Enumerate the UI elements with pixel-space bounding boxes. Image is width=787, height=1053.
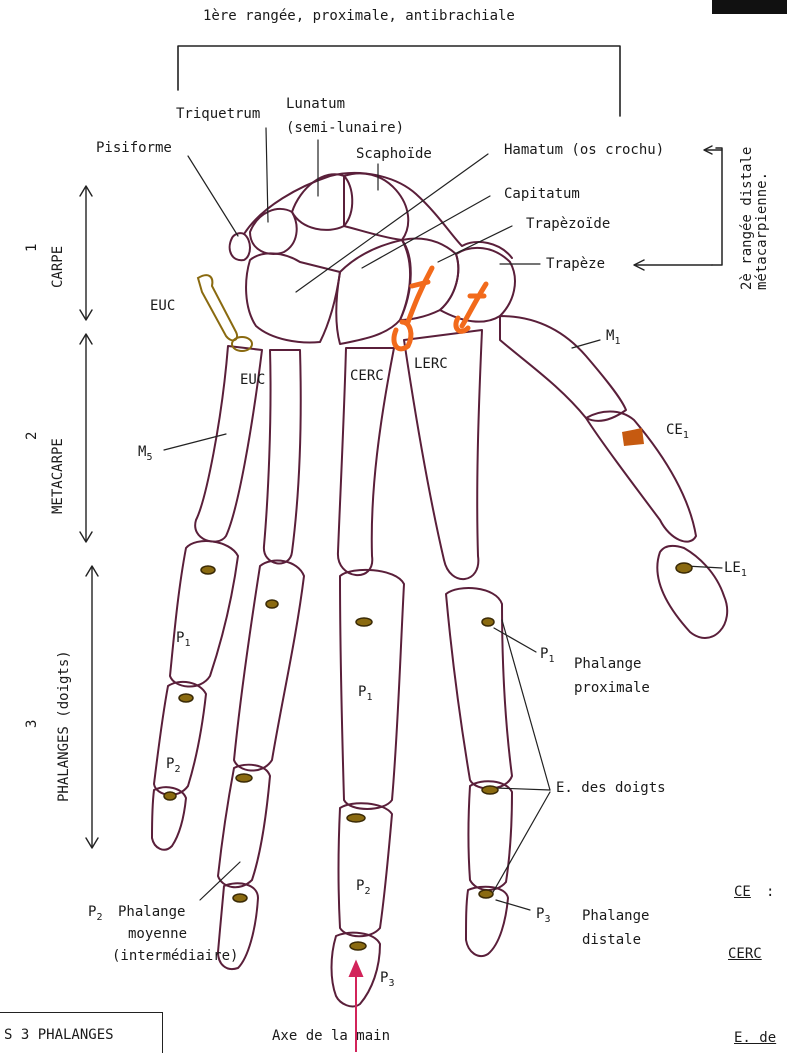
insertion-mark xyxy=(347,814,365,822)
label-e-doigts: E. des doigts xyxy=(556,780,666,796)
leader-m5 xyxy=(164,434,226,450)
insertion-mark xyxy=(233,894,247,902)
insertion-mark xyxy=(482,618,494,626)
thumb-distal-phalanx xyxy=(657,546,727,638)
insertion-mark xyxy=(236,774,252,782)
insertion-mark xyxy=(266,600,278,608)
label-p3-center: P3 xyxy=(380,970,394,990)
corner-dark-patch xyxy=(712,0,787,14)
finger5-p1 xyxy=(170,541,238,687)
insertion-mark xyxy=(356,618,372,626)
leader-p1-right xyxy=(494,628,536,652)
insertion-mark xyxy=(201,566,215,574)
euc-tendon xyxy=(198,275,237,340)
label-p1-right: P1 xyxy=(540,646,554,666)
euc-insertion xyxy=(232,337,252,351)
label-p1-right-name: Phalange xyxy=(574,656,641,672)
legend-ce: CE xyxy=(734,884,751,900)
leader-p2-bottom xyxy=(200,862,240,900)
section-metacarpe-label: METACARPE xyxy=(50,438,66,514)
label-p2-bottom-name: Phalange xyxy=(118,904,185,920)
label-scaphoide: Scaphoïde xyxy=(356,146,432,162)
trapeze-bone xyxy=(440,248,515,322)
leader-e-doigts-3 xyxy=(492,792,550,894)
section-phalanges-label: PHALANGES (doigts) xyxy=(56,650,72,802)
insertion-mark xyxy=(479,890,493,898)
lerc-annotation xyxy=(456,284,486,331)
section-metacarpe-number: 2 xyxy=(24,432,40,440)
right-bracket xyxy=(712,148,722,265)
leader-e-doigts-2 xyxy=(496,788,550,790)
finger2-p1 xyxy=(446,588,512,789)
label-le1: LE1 xyxy=(724,560,747,580)
hamatum-bone xyxy=(246,253,340,342)
label-hamatum: Hamatum (os crochu) xyxy=(504,142,664,158)
insertion-mark xyxy=(350,942,366,950)
legend-e-de: E. de xyxy=(734,1030,776,1046)
label-p2-bottom-name3: (intermédiaire) xyxy=(112,948,238,964)
ce1-mark xyxy=(622,428,644,446)
leader-triquetrum xyxy=(266,128,268,222)
triquetrum-bone xyxy=(250,209,297,254)
finger2-p2 xyxy=(469,781,513,890)
diagram-title: 1ère rangée, proximale, antibrachiale xyxy=(203,8,515,24)
bottom-phalanges-label: S 3 PHALANGES xyxy=(4,1027,114,1043)
section-carpe-label: CARPE xyxy=(50,246,66,288)
label-m1: M1 xyxy=(606,328,620,348)
label-p3-right-name: Phalange xyxy=(582,908,649,924)
label-trapeze: Trapèze xyxy=(546,256,605,272)
label-triquetrum: Triquetrum xyxy=(176,106,260,122)
label-euc: EUC xyxy=(150,298,175,314)
second-row-label: 2è rangée distale métacarpienne. xyxy=(740,70,771,290)
bottom-phalanges-box: S 3 PHALANGES xyxy=(0,1012,163,1053)
insertion-mark xyxy=(676,563,692,573)
leader-p3-right xyxy=(496,900,530,910)
leader-m1 xyxy=(572,340,600,348)
legend-ce-colon: : xyxy=(766,884,774,900)
label-lerc: LERC xyxy=(414,356,448,372)
finger4-p2 xyxy=(218,765,270,888)
label-lunatum: Lunatum xyxy=(286,96,345,112)
legend-cerc: CERC xyxy=(728,946,762,962)
label-p1-center: P1 xyxy=(358,684,372,704)
label-p1-right-name2: proximale xyxy=(574,680,650,696)
finger4-p1 xyxy=(234,561,304,771)
finger3-p2 xyxy=(339,803,393,936)
label-ce1: CE1 xyxy=(666,422,689,442)
leader-pisiforme xyxy=(188,156,238,236)
insertion-mark xyxy=(164,792,176,800)
label-semi-lunaire: (semi-lunaire) xyxy=(286,120,404,136)
label-p2-bottom: P2 xyxy=(88,904,102,924)
label-trapezoide: Trapèzoïde xyxy=(526,216,610,232)
label-p3-right: P3 xyxy=(536,906,550,926)
label-capitatum: Capitatum xyxy=(504,186,580,202)
section-phalanges-number: 3 xyxy=(24,720,40,728)
section-carpe-number: 1 xyxy=(24,244,40,252)
metacarpal-4 xyxy=(264,350,301,563)
insertion-mark xyxy=(482,786,498,794)
label-axe-main: Axe de la main xyxy=(272,1028,390,1044)
label-p2-left: P2 xyxy=(166,756,180,776)
trapezoide-bone xyxy=(400,239,458,320)
label-p1-left: P1 xyxy=(176,630,190,650)
leader-capitatum xyxy=(362,196,490,268)
label-euc-2: EUC xyxy=(240,372,265,388)
pisiforme-bone xyxy=(230,233,250,260)
label-m5: M5 xyxy=(138,444,152,464)
label-pisiforme: Pisiforme xyxy=(96,140,172,156)
label-cerc: CERC xyxy=(350,368,384,384)
insertion-mark xyxy=(179,694,193,702)
label-p2-center: P2 xyxy=(356,878,370,898)
label-p2-bottom-name2: moyenne xyxy=(128,926,187,942)
label-p3-right-name2: distale xyxy=(582,932,641,948)
